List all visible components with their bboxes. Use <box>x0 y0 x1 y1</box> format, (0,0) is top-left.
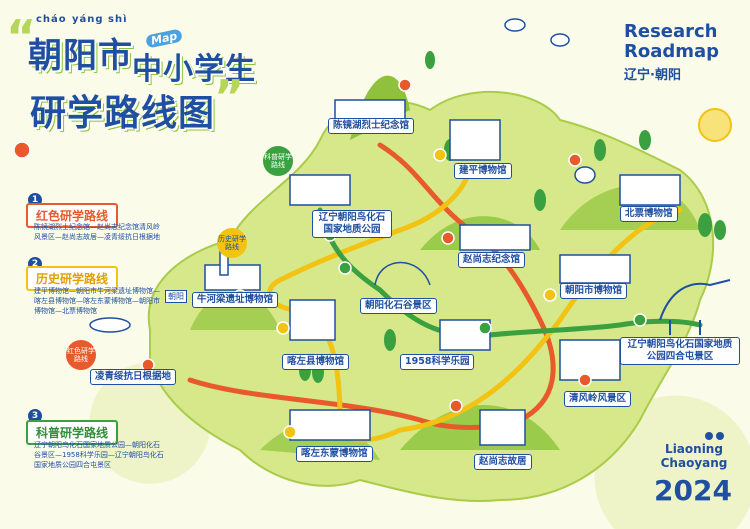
title-open-quote: “ <box>6 10 37 64</box>
title-close-quote: ” <box>214 70 245 124</box>
footer-year: 2024 <box>654 474 732 507</box>
label-kazuo: 喀左县博物馆 <box>282 354 350 370</box>
yellow-route <box>267 167 683 443</box>
page-title-line2: 研学路线图 <box>30 93 216 134</box>
route-3-desc: 辽宁朝阳鸟化石国家地质公园—朝阳化石谷景区—1958科学乐园—辽宁朝阳鸟化石国家… <box>34 441 164 469</box>
route-3-heading: 科普研学路线 <box>26 420 119 445</box>
buildings <box>204 99 681 446</box>
route-1-heading: 红色研学路线 <box>26 203 119 228</box>
history-route-badge: 历史研学路线 <box>217 228 247 258</box>
label-zhaoshangzhi-memorial: 赵尚志纪念馆 <box>458 252 526 268</box>
science-route-badge: 科普研学路线 <box>263 146 293 176</box>
label-jianping: 建平博物馆 <box>454 163 512 179</box>
title-pinyin-1: cháo <box>36 14 67 25</box>
roadmap-title: Roadmap <box>624 41 720 62</box>
chaoyang-sign: 朝阳 <box>165 290 187 303</box>
route-2-heading: 历史研学路线 <box>26 266 119 291</box>
label-liaoning-bird-park: 辽宁朝阳鸟化石国家地质公园 <box>312 210 392 238</box>
red-route-badge: 红色研学路线 <box>66 340 96 370</box>
label-chenjinghu: 陈镜湖烈士纪念馆 <box>328 118 415 134</box>
label-lingqingsui: 凌青绥抗日根据地 <box>90 369 177 385</box>
page-title-line1b: 中小学生 <box>132 52 256 87</box>
sun <box>698 108 732 142</box>
label-beipiao: 北票博物馆 <box>620 206 678 222</box>
label-niuheliang: 牛河梁遗址博物馆 <box>192 292 279 308</box>
label-chaoyang-museum: 朝阳市博物馆 <box>560 283 628 299</box>
label-kazuo-dongmeng: 喀左东蒙博物馆 <box>296 446 373 462</box>
dinosaur-skeleton <box>659 279 731 335</box>
route-1-desc: 陈镜湖烈士纪念馆—赵尚志纪念馆清风岭风景区—赵尚志故居—凌青绥抗日根据地 <box>34 223 160 241</box>
research-title: Research <box>624 21 718 42</box>
route-3-number: 3 <box>28 409 42 423</box>
label-zhaoshangzhi-home: 赵尚志故居 <box>474 454 532 470</box>
label-qingfengling: 清风岭风景区 <box>564 391 632 407</box>
red-route <box>187 142 556 430</box>
label-science-park: 1958科学乐园 <box>400 354 475 370</box>
footer-liaoning: Liaoning <box>665 442 723 456</box>
label-sihetun: 辽宁朝阳鸟化石国家地质公园四合屯景区 <box>620 337 740 365</box>
title-pinyin-3: shì <box>108 14 128 25</box>
birds <box>89 18 596 333</box>
location-subtitle: 辽宁·朝阳 <box>624 68 681 83</box>
route-2-desc: 建平博物馆—朝阳市牛河梁遗址博物馆—喀左县博物馆—喀左东蒙博物馆—朝阳市博物馆—… <box>34 287 160 315</box>
footer-chaoyang: Chaoyang <box>660 456 728 470</box>
title-pinyin-2: yáng <box>72 14 104 25</box>
label-fossil-valley: 朝阳化石谷景区 <box>360 298 437 314</box>
eyes-icon <box>704 426 726 445</box>
page-title-line1a: 朝阳市 <box>28 36 133 76</box>
